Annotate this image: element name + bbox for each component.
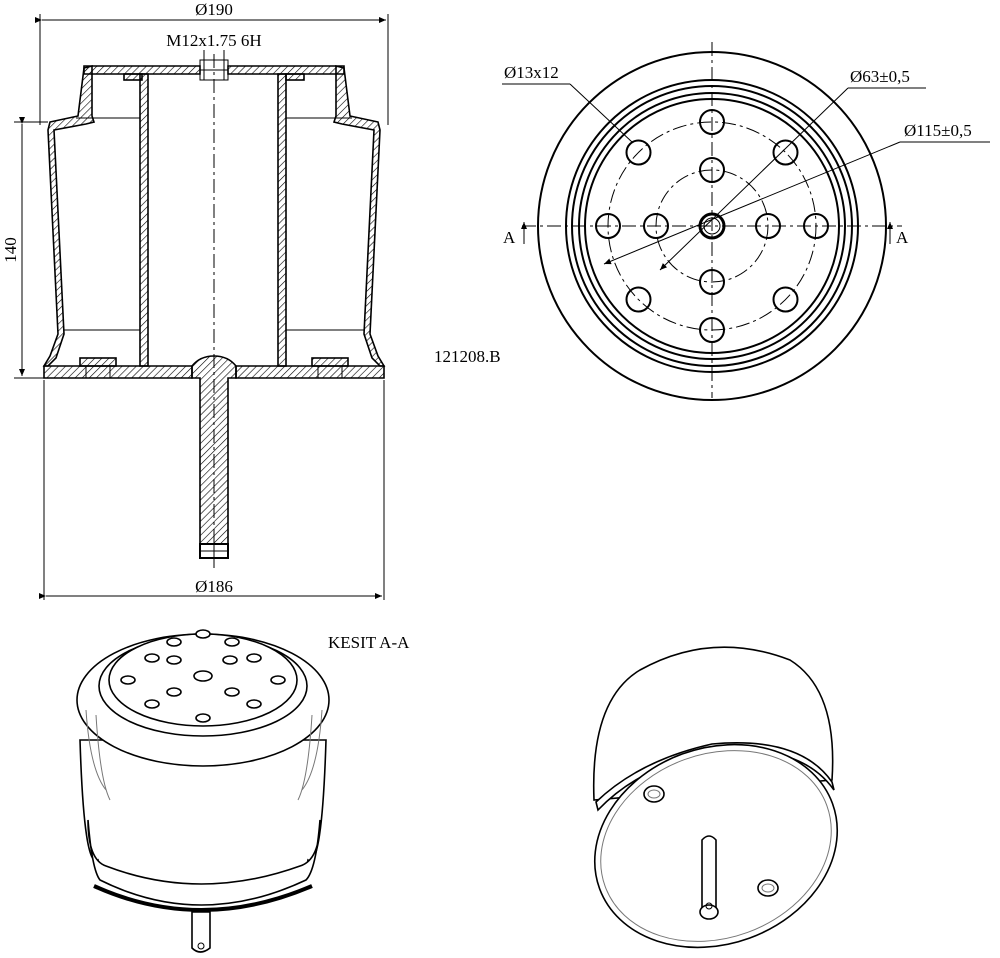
dim-pcd-inner: Ø63±0,5	[850, 67, 910, 86]
dim-holes: Ø13x12	[504, 63, 559, 82]
dim-thread: M12x1.75 6H	[166, 31, 261, 50]
section-label: KESIT A-A	[328, 633, 410, 652]
section-marker-right: A	[896, 228, 909, 247]
dim-height: 140	[1, 237, 20, 263]
isometric-top-view	[76, 629, 330, 953]
dim-top-diameter: Ø190	[195, 0, 233, 19]
section-marker-left: A	[503, 228, 516, 247]
section-view: Ø190 M12x1.75 6H 140	[1, 0, 389, 600]
dim-bottom-diameter: Ø186	[195, 577, 233, 596]
isometric-bottom-view	[592, 646, 839, 949]
top-view: A A Ø13x12 Ø63±0,5	[502, 42, 990, 401]
dim-pcd-outer: Ø115±0,5	[904, 121, 972, 140]
part-number: 121208.B	[434, 347, 501, 366]
